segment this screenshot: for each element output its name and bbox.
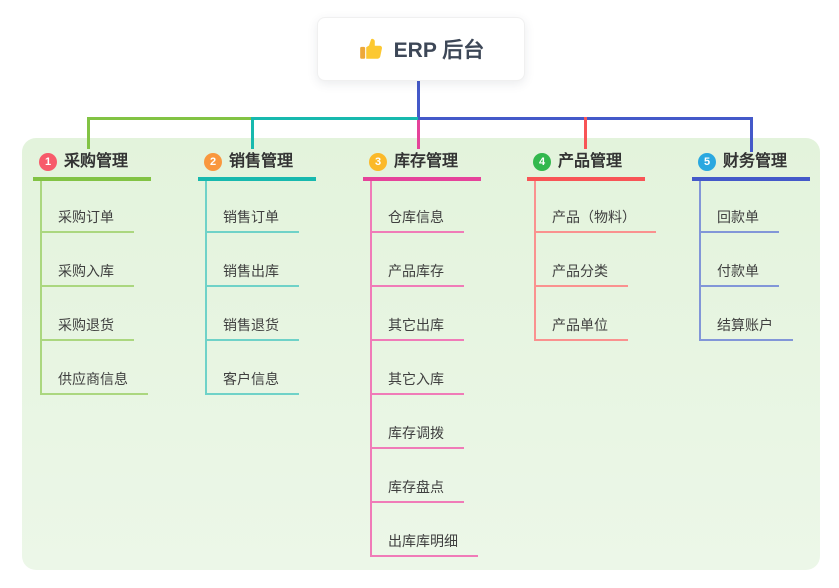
branches-panel	[22, 138, 820, 570]
node-item[interactable]: 回款单	[699, 205, 779, 233]
branch-product: 4 产品管理 产品（物料） 产品分类 产品单位	[527, 145, 677, 341]
thumbs-up-icon	[359, 38, 382, 59]
branch-child-connector	[699, 181, 701, 341]
branch-underline	[363, 177, 481, 181]
node-item[interactable]: 出库库明细	[370, 529, 478, 557]
branch-inventory: 3 库存管理 仓库信息 产品库存 其它出库 其它入库 库存调拨 库存盘点 出库库…	[363, 145, 513, 557]
drop-line-sales	[251, 117, 254, 149]
node-item[interactable]: 产品分类	[534, 259, 628, 287]
node-item[interactable]: 库存调拨	[370, 421, 464, 449]
node-item[interactable]: 采购入库	[40, 259, 134, 287]
branch-purchase: 1 采购管理 采购订单 采购入库 采购退货 供应商信息	[33, 145, 183, 395]
branch-child-connector	[205, 181, 207, 395]
root-node[interactable]: ERP 后台	[317, 17, 525, 81]
branch-number-badge: 3	[369, 153, 387, 171]
drop-line-product	[584, 117, 587, 149]
drop-line-purchase	[87, 117, 90, 149]
branch-title[interactable]: 产品管理	[558, 153, 623, 170]
node-item[interactable]: 采购退货	[40, 313, 134, 341]
branch-underline	[692, 177, 810, 181]
spine-segment-sales	[253, 117, 418, 120]
drop-line-inventory	[417, 120, 420, 149]
node-item[interactable]: 销售退货	[205, 313, 299, 341]
node-item[interactable]: 产品库存	[370, 259, 464, 287]
node-item[interactable]: 产品单位	[534, 313, 628, 341]
node-item[interactable]: 仓库信息	[370, 205, 464, 233]
root-title: ERP 后台	[393, 39, 485, 62]
branch-number-badge: 2	[204, 153, 222, 171]
branch-child-connector	[534, 181, 536, 341]
node-item[interactable]: 供应商信息	[40, 367, 148, 395]
branch-title[interactable]: 销售管理	[229, 153, 294, 170]
branch-title[interactable]: 财务管理	[723, 153, 788, 170]
node-item[interactable]: 采购订单	[40, 205, 134, 233]
node-item[interactable]: 库存盘点	[370, 475, 464, 503]
branch-underline	[198, 177, 316, 181]
drop-line-finance	[750, 117, 753, 152]
branch-number-badge: 5	[698, 153, 716, 171]
node-item[interactable]: 产品（物料）	[534, 205, 656, 233]
branch-sales: 2 销售管理 销售订单 销售出库 销售退货 客户信息	[198, 145, 348, 395]
node-item[interactable]: 其它入库	[370, 367, 464, 395]
branch-child-connector	[40, 181, 42, 395]
branch-underline	[527, 177, 645, 181]
branch-number-badge: 4	[533, 153, 551, 171]
branch-title[interactable]: 采购管理	[64, 153, 129, 170]
node-item[interactable]: 客户信息	[205, 367, 299, 395]
node-item[interactable]: 其它出库	[370, 313, 464, 341]
node-item[interactable]: 销售出库	[205, 259, 299, 287]
node-item[interactable]: 销售订单	[205, 205, 299, 233]
root-connector-line	[417, 79, 420, 117]
spine-segment-purchase	[87, 117, 253, 120]
branch-underline	[33, 177, 151, 181]
branch-title[interactable]: 库存管理	[394, 153, 459, 170]
node-item[interactable]: 付款单	[699, 259, 779, 287]
node-item[interactable]: 结算账户	[699, 313, 793, 341]
branch-number-badge: 1	[39, 153, 57, 171]
branch-finance: 5 财务管理 回款单 付款单 结算账户	[692, 145, 839, 341]
branch-child-connector	[370, 181, 372, 557]
